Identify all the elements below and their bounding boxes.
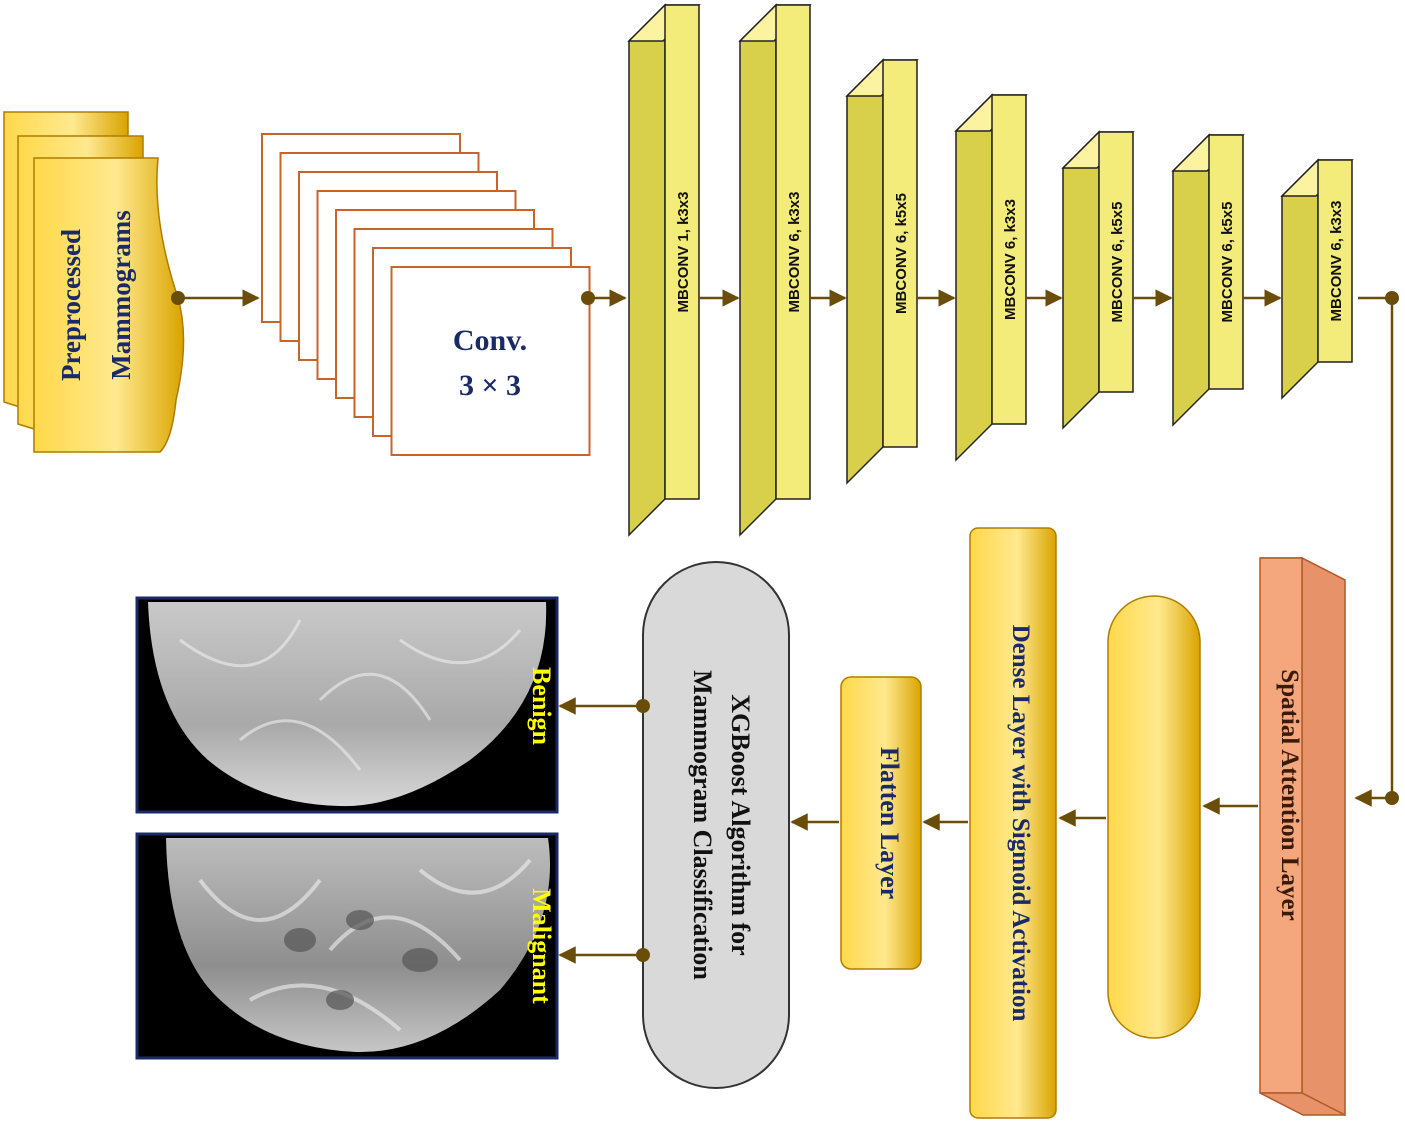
mbconv-block: MBCONV 6, k3x3 <box>1280 158 1354 400</box>
conv-label-line1: Conv. <box>453 324 527 357</box>
malignant-label: Malignant <box>527 888 556 1004</box>
spatial-attention-block: Spatial Attention Layer <box>1259 556 1346 1117</box>
mbconv-label: MBCONV 6, k3x3 <box>1328 201 1345 322</box>
spatial-attention-label: Spatial Attention Layer <box>1276 669 1303 920</box>
input-label-line1: Preprocessed <box>56 229 86 381</box>
mbconv-label: MBCONV 6, k5x5 <box>1219 202 1236 323</box>
benign-mammogram-image: Benign <box>135 596 559 814</box>
mbconv-block: MBCONV 1, k3x3 <box>627 3 701 537</box>
xgboost-label-line2: Mammogram Classification <box>688 670 717 980</box>
input-label-line2: Mammograms <box>106 210 136 379</box>
mbconv-label: MBCONV 1, k3x3 <box>675 192 692 313</box>
xgboost-label-line1: XGBoost Algorithm for <box>726 694 755 955</box>
mbconv-block: MBCONV 6, k3x3 <box>954 93 1028 462</box>
benign-label: Benign <box>527 667 556 746</box>
xgboost-block: XGBoost Algorithm for Mammogram Classifi… <box>642 561 790 1089</box>
input-mammograms-stack: Preprocessed Mammograms <box>3 111 185 453</box>
mbconv-label: MBCONV 6, k3x3 <box>1002 199 1019 320</box>
arrow-xgboost-to-benign <box>558 697 650 715</box>
conv-layer-stack <box>261 133 591 456</box>
connector-to-attention <box>1354 291 1399 807</box>
dense-layer-block: Dense Layer with Sigmoid Activation <box>969 527 1057 1119</box>
input-sheet-front <box>33 157 185 453</box>
conv-front-sheet <box>390 266 591 456</box>
conv-label-line2: 3 × 3 <box>459 369 521 402</box>
arrow-xgboost-to-malignant <box>558 946 650 964</box>
dense-layer-label: Dense Layer with Sigmoid Activation <box>1007 625 1034 1022</box>
arrow-conv-to-mbconv <box>581 289 627 307</box>
mbconv-label: MBCONV 6, k3x3 <box>786 192 803 313</box>
mbconv-blocks: MBCONV 1, k3x3 MBCONV 6, k3x3 MBCONV 6, k5… <box>627 3 1354 537</box>
flatten-layer-label: Flatten Layer <box>875 747 904 899</box>
spatial-attention-side <box>1301 556 1346 1117</box>
arrow-input-to-conv <box>171 289 260 307</box>
global-average-pooling-block <box>1107 595 1201 1039</box>
mbconv-block: MBCONV 6, k3x3 <box>738 3 812 537</box>
mbconv-block: MBCONV 6, k5x5 <box>845 58 919 485</box>
flatten-layer-block: Flatten Layer <box>840 676 922 970</box>
malignant-mammogram-image: Malignant <box>135 832 559 1060</box>
mbconv-block: MBCONV 6, k5x5 <box>1171 133 1245 427</box>
spatial-attention-front <box>1259 557 1303 1094</box>
mbconv-label: MBCONV 6, k5x5 <box>1109 202 1126 323</box>
mbconv-label: MBCONV 6, k5x5 <box>893 193 910 314</box>
mbconv-block: MBCONV 6, k5x5 <box>1061 130 1135 430</box>
